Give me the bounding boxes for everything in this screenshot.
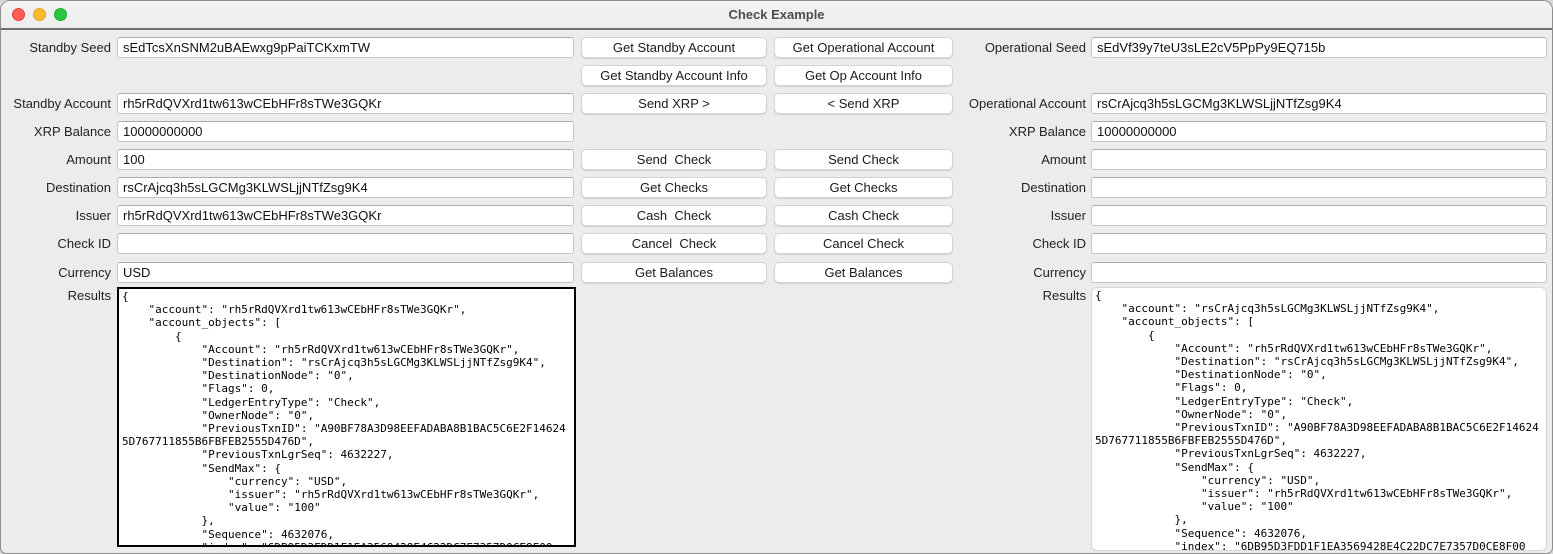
operational-check-id-label: Check ID <box>1032 236 1086 251</box>
standby-results-text: { "account": "rh5rRdQVXrd1tw613wCEbHFr8s… <box>122 290 566 545</box>
op-send-check-button[interactable]: Send Check <box>774 149 953 170</box>
maximize-icon[interactable] <box>54 8 67 21</box>
standby-seed-label: Standby Seed <box>29 40 111 55</box>
content-area: Standby Seed Standby Account XRP Balance… <box>1 32 1552 553</box>
operational-amount-label: Amount <box>1041 152 1086 167</box>
minimize-icon[interactable] <box>33 8 46 21</box>
operational-check-id-input[interactable] <box>1091 233 1547 254</box>
get-standby-account-info-button[interactable]: Get Standby Account Info <box>581 65 767 86</box>
standby-account-input[interactable] <box>117 93 574 114</box>
operational-account-input[interactable] <box>1091 93 1547 114</box>
operational-destination-input[interactable] <box>1091 177 1547 198</box>
operational-destination-label: Destination <box>1020 180 1086 195</box>
operational-account-label: Operational Account <box>968 96 1086 111</box>
op-cancel-check-button[interactable]: Cancel Check <box>774 233 953 254</box>
operational-results-text: { "account": "rsCrAjcq3h5sLGCMg3KLWSLjjN… <box>1095 289 1539 551</box>
operational-currency-label: Currency <box>1033 265 1086 280</box>
standby-amount-label: Amount <box>66 152 111 167</box>
op-get-checks-button[interactable]: Get Checks <box>774 177 953 198</box>
get-standby-account-button[interactable]: Get Standby Account <box>581 37 767 58</box>
operational-currency-input[interactable] <box>1091 262 1547 283</box>
standby-results-area[interactable]: { "account": "rh5rRdQVXrd1tw613wCEbHFr8s… <box>117 287 576 547</box>
titlebar: Check Example <box>1 1 1552 30</box>
standby-issuer-label: Issuer <box>75 208 111 223</box>
standby-get-balances-button[interactable]: Get Balances <box>581 262 767 283</box>
operational-seed-label: Operational Seed <box>984 40 1086 55</box>
standby-results-label: Results <box>67 288 111 303</box>
traffic-lights <box>12 8 67 21</box>
close-icon[interactable] <box>12 8 25 21</box>
op-get-balances-button[interactable]: Get Balances <box>774 262 953 283</box>
standby-destination-input[interactable] <box>117 177 574 198</box>
standby-seed-input[interactable] <box>117 37 574 58</box>
standby-xrp-balance-input[interactable] <box>117 121 574 142</box>
operational-issuer-label: Issuer <box>1050 208 1086 223</box>
standby-amount-input[interactable] <box>117 149 574 170</box>
operational-xrp-balance-input[interactable] <box>1091 121 1547 142</box>
send-xrp-right-button[interactable]: Send XRP > <box>581 93 767 114</box>
standby-check-id-input[interactable] <box>117 233 574 254</box>
standby-get-checks-button[interactable]: Get Checks <box>581 177 767 198</box>
operational-results-label: Results <box>1042 288 1086 303</box>
standby-cancel-check-button[interactable]: Cancel Check <box>581 233 767 254</box>
send-xrp-left-button[interactable]: < Send XRP <box>774 93 953 114</box>
operational-results-area[interactable]: { "account": "rsCrAjcq3h5sLGCMg3KLWSLjjN… <box>1091 287 1547 551</box>
standby-currency-input[interactable] <box>117 262 574 283</box>
standby-check-id-label: Check ID <box>57 236 111 251</box>
standby-destination-label: Destination <box>45 180 111 195</box>
standby-issuer-input[interactable] <box>117 205 574 226</box>
standby-account-label: Standby Account <box>13 96 111 111</box>
standby-currency-label: Currency <box>58 265 111 280</box>
standby-send-check-button[interactable]: Send Check <box>581 149 767 170</box>
get-operational-account-button[interactable]: Get Operational Account <box>774 37 953 58</box>
operational-amount-input[interactable] <box>1091 149 1547 170</box>
op-cash-check-button[interactable]: Cash Check <box>774 205 953 226</box>
get-op-account-info-button[interactable]: Get Op Account Info <box>774 65 953 86</box>
operational-issuer-input[interactable] <box>1091 205 1547 226</box>
operational-xrp-balance-label: XRP Balance <box>1008 124 1086 139</box>
standby-cash-check-button[interactable]: Cash Check <box>581 205 767 226</box>
standby-xrp-balance-label: XRP Balance <box>33 124 111 139</box>
window-title: Check Example <box>728 7 825 22</box>
operational-seed-input[interactable] <box>1091 37 1547 58</box>
